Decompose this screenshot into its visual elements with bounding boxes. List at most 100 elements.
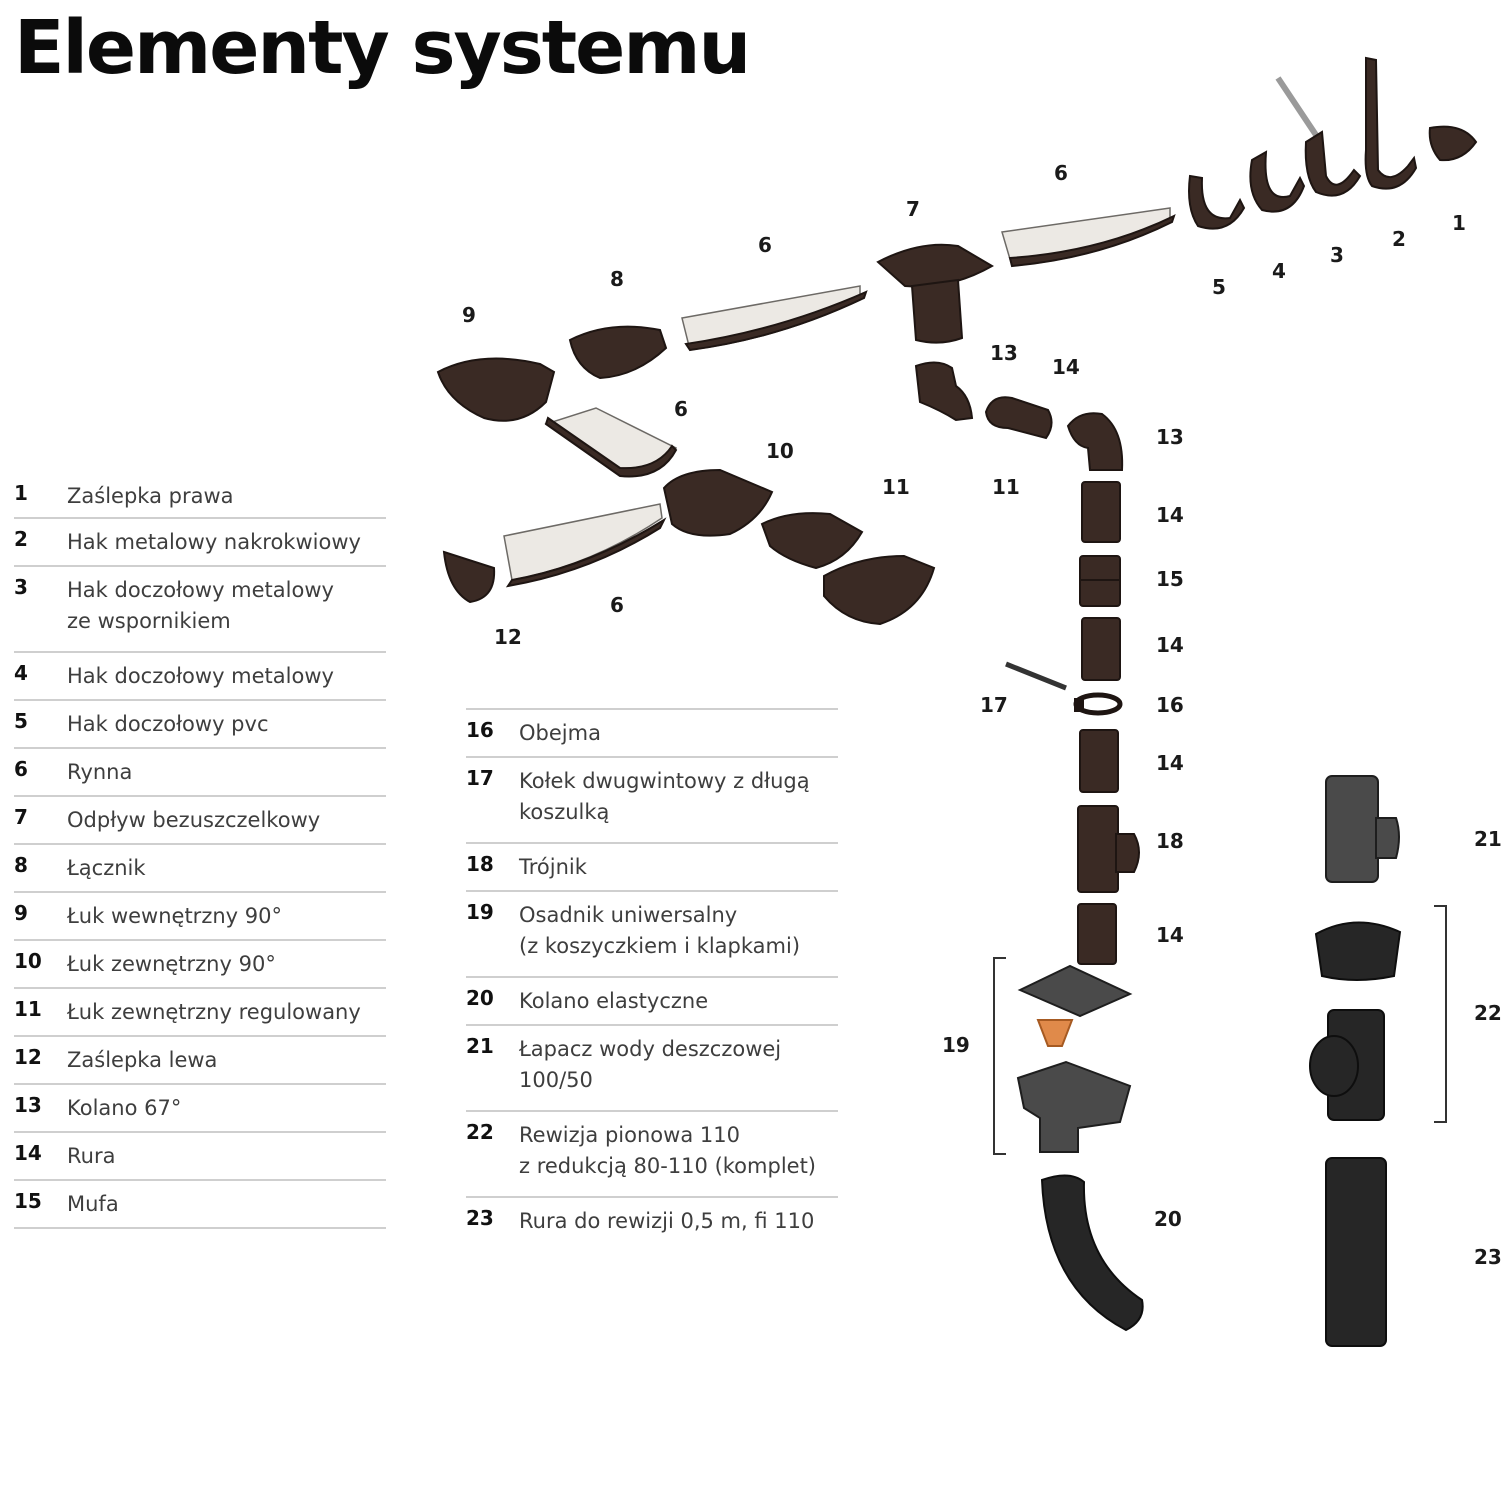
callout-17: 17 [980,693,1008,717]
legend-number: 23 [466,1206,494,1230]
elbow-13a [914,361,974,422]
legend-text: Łuk wewnętrzny 90° [67,904,282,928]
pipe-14d [1077,903,1117,965]
legend-text: Rynna [67,760,133,784]
legend-item: 3 Hak doczołowy metalowy ze wspornikiem [14,567,386,653]
legend-number: 13 [14,1093,42,1117]
legend-item: 23 Rura do rewizji 0,5 m, fi 110 [466,1198,838,1246]
callout-4: 4 [1272,259,1286,283]
legend-text: Hak doczołowy metalowy ze wspornikiem [67,578,334,633]
pipe-14c [1079,729,1119,793]
legend-number: 6 [14,757,28,781]
elbow-13b [1066,412,1124,471]
legend-text: Kolano 67° [67,1096,182,1120]
legend-number: 18 [466,852,494,876]
legend-item: 10 Łuk zewnętrzny 90° [14,941,386,989]
callout-5: 5 [1212,275,1226,299]
legend-text: Mufa [67,1192,119,1216]
callout-6-c: 6 [674,397,688,421]
legend-text: Rura do rewizji 0,5 m, fi 110 [519,1209,815,1233]
hook-2 [1364,56,1418,190]
legend-text: Łuk zewnętrzny 90° [67,952,276,976]
inspection-22 [1309,905,1447,1123]
legend-text: Hak doczołowy metalowy [67,664,334,688]
legend-item: 13 Kolano 67° [14,1085,386,1133]
callout-15: 15 [1156,567,1184,591]
legend-item: 4 Hak doczołowy metalowy [14,653,386,701]
callout-14-c: 14 [1156,633,1184,657]
socket-15 [1079,555,1121,607]
pipe-14b [1081,617,1121,681]
hook-4 [1249,150,1306,213]
callout-14-a: 14 [1052,355,1080,379]
legend-number: 22 [466,1120,494,1144]
legend-number: 3 [14,575,28,599]
callout-12: 12 [494,625,522,649]
legend-number: 10 [14,949,42,973]
legend-text: Osadnik uniwersalny (z koszyczkiem i kla… [519,903,801,958]
gutter-outlet-7 [876,243,994,344]
legend-text: Łapacz wody deszczowej 100/50 [519,1037,782,1092]
callout-21: 21 [1474,827,1502,851]
end-cap-12 [442,550,496,604]
legend-item: 21 Łapacz wody deszczowej 100/50 [466,1026,838,1112]
legend-text: Łuk zewnętrzny regulowany [67,1000,361,1024]
callout-13-a: 13 [990,341,1018,365]
legend-number: 21 [466,1034,494,1058]
callout-7: 7 [906,197,920,221]
callout-10: 10 [766,439,794,463]
adjustable-corner-11b [823,554,936,626]
legend-number: 16 [466,718,494,742]
callout-14-b: 14 [1156,503,1184,527]
legend-text: Zaślepka lewa [67,1048,218,1072]
callout-2: 2 [1392,227,1406,251]
legend-text: Kołek dwugwintowy z długą koszulką [519,769,810,824]
legend-item: 22 Rewizja pionowa 110 z redukcją 80-110 … [466,1112,838,1198]
legend-text: Rewizja pionowa 110 z redukcją 80-110 (k… [519,1123,816,1178]
page-title: Elementy systemu [14,5,751,91]
screw-17 [1005,661,1067,691]
tee-18 [1077,805,1140,893]
legend-number: 14 [14,1141,42,1165]
callout-9: 9 [462,303,476,327]
gutter-6-top-middle [681,285,868,352]
pipe-14-short [984,396,1053,440]
legend-text: Zaślepka prawa [67,484,234,508]
legend-text: Hak metalowy nakrokwiowy [67,530,361,554]
callout-6-d: 6 [610,593,624,617]
pipe-23 [1325,1157,1387,1347]
legend-text: Trójnik [519,855,587,879]
bracket-16 [1073,692,1123,716]
rainwater-catcher-21 [1325,775,1400,883]
callout-14-e: 14 [1156,923,1184,947]
legend-number: 4 [14,661,28,685]
callout-8: 8 [610,267,624,291]
inner-corner-9 [436,357,556,422]
connector-8 [568,325,668,380]
legend-number: 7 [14,805,28,829]
gutter-6-left-lower [503,503,667,588]
callout-3: 3 [1330,243,1344,267]
callout-19: 19 [942,1033,970,1057]
gutter-6-left-upper [544,407,678,478]
legend-item: 18 Trójnik [466,844,838,892]
callout-22: 22 [1474,1001,1502,1025]
callout-16: 16 [1156,693,1184,717]
callout-6-b: 6 [758,233,772,257]
adjustable-corner-11a [760,512,864,570]
legend-number: 20 [466,986,494,1010]
end-cap-1 [1428,125,1478,162]
